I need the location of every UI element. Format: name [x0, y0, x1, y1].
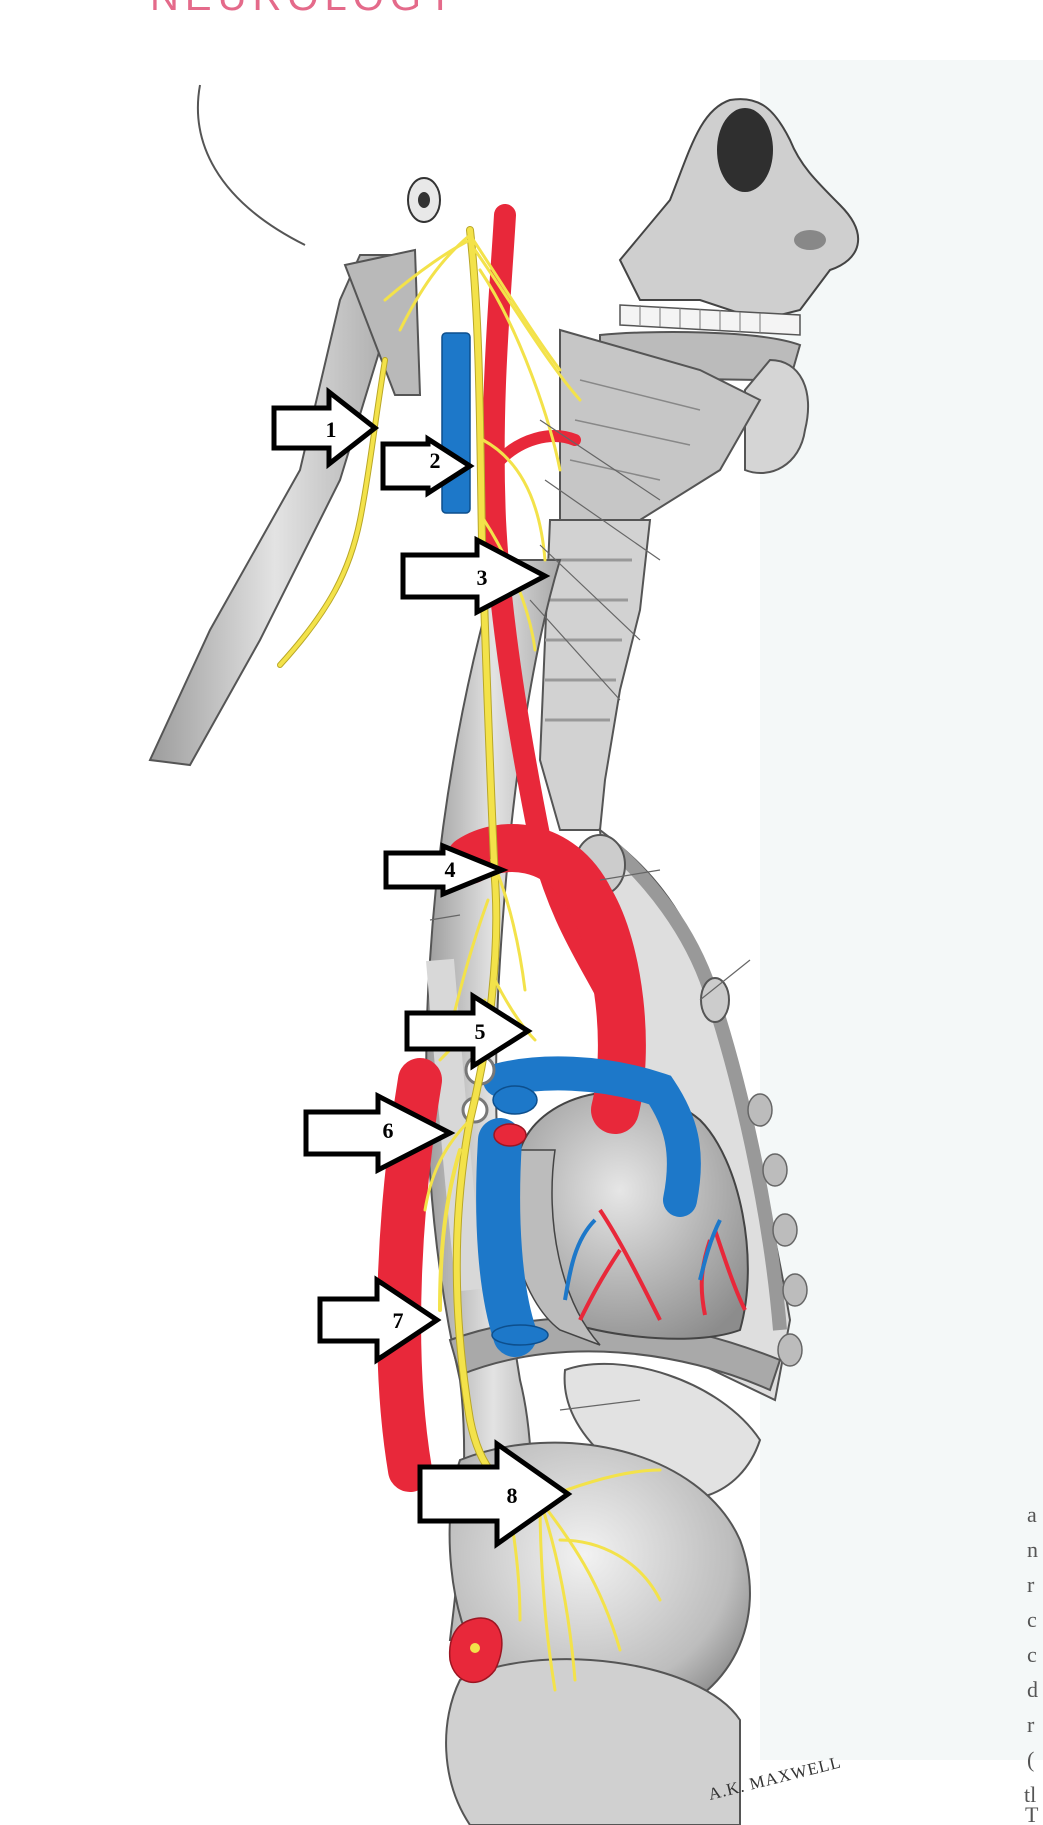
arrow-2-label: 2: [430, 448, 441, 473]
edge-letter: r: [1027, 1572, 1035, 1597]
arrow-6-label: 6: [383, 1118, 394, 1143]
arrow-8-label: 8: [507, 1483, 518, 1508]
arrow-1-label: 1: [326, 417, 337, 442]
arrow-6: 6: [303, 1091, 456, 1175]
arrow-7-label: 7: [393, 1308, 404, 1333]
arrow-5: 5: [404, 991, 533, 1071]
arrow-2: 2: [380, 434, 475, 498]
edge-letter: tl: [1024, 1782, 1036, 1807]
arrow-7: 7: [317, 1275, 442, 1365]
arrow-4: 4: [383, 842, 509, 898]
callout-arrows: 1 2 3 4 5 6 7 8: [271, 386, 573, 1549]
header-text: NEUROLOGY: [150, 0, 460, 19]
edge-letter: (: [1027, 1747, 1034, 1772]
edge-letter: n: [1027, 1537, 1038, 1562]
edge-letter: a: [1027, 1502, 1037, 1527]
arrow-3-label: 3: [477, 565, 488, 590]
edge-letter: T: [1025, 1802, 1039, 1825]
edge-letter: d: [1027, 1677, 1038, 1702]
edge-letter: r: [1027, 1712, 1035, 1737]
arrow-1: 1: [271, 386, 380, 470]
arrow-5-label: 5: [475, 1019, 486, 1044]
background-wash: [760, 60, 1043, 1760]
arrow-4-label: 4: [445, 857, 456, 882]
right-edge-text: a n r c c d r ( tl T: [1024, 1502, 1039, 1825]
arrow-3: 3: [400, 535, 551, 617]
arrow-8: 8: [417, 1439, 573, 1549]
edge-letter: c: [1027, 1607, 1037, 1632]
page-header: NEUROLOGY: [150, 0, 460, 19]
edge-letter: c: [1027, 1642, 1037, 1667]
